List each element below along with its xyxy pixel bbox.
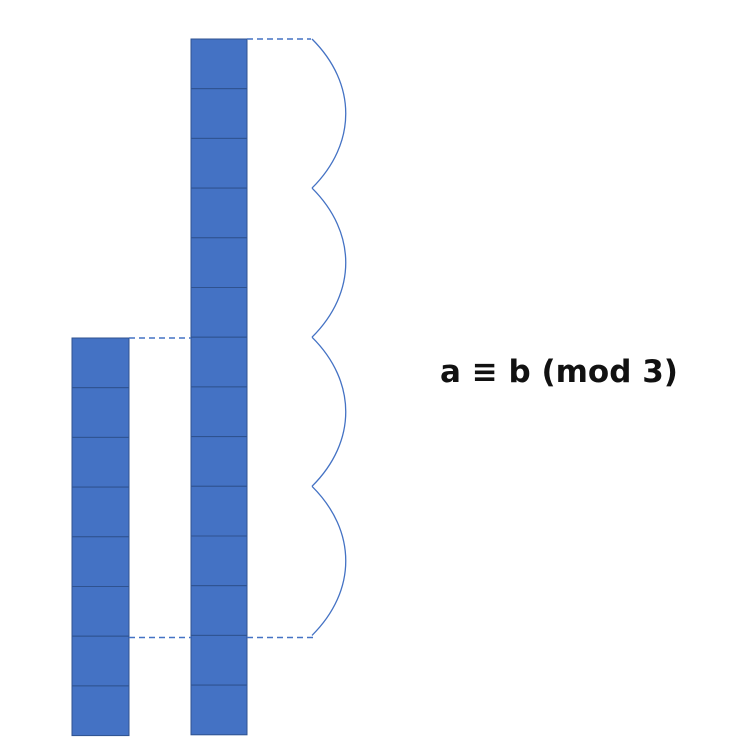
- curly-bracket: [311, 187, 347, 338]
- tall-column-block: [190, 336, 248, 388]
- short-column-block: [71, 635, 130, 687]
- congruence-equation: a ≡ b (mod 3): [440, 354, 678, 390]
- short-column-block: [71, 685, 130, 737]
- short-block-column: [71, 337, 130, 737]
- curly-bracket: [311, 485, 347, 636]
- short-column-block: [71, 387, 130, 438]
- tall-column-block: [190, 38, 248, 90]
- tall-column-block: [190, 88, 248, 139]
- tall-column-block: [190, 535, 248, 587]
- tall-column-block: [190, 684, 248, 736]
- tall-block-column: [190, 38, 248, 736]
- tall-column-block: [190, 585, 248, 636]
- tall-column-block: [190, 187, 248, 239]
- short-column-block: [71, 536, 130, 587]
- tall-column-block: [190, 436, 248, 487]
- curly-bracket: [311, 336, 347, 487]
- tall-column-block: [190, 634, 248, 686]
- dashed-connectors: [129, 38, 314, 639]
- short-column-block: [71, 436, 130, 488]
- curly-bracket: [311, 38, 347, 189]
- short-column-block: [71, 486, 130, 538]
- short-column-block: [71, 337, 130, 389]
- tall-column-block: [190, 287, 248, 338]
- tall-column-block: [190, 485, 248, 537]
- short-column-block: [71, 586, 130, 637]
- tall-column-block: [190, 237, 248, 289]
- tall-column-block: [190, 137, 248, 189]
- tall-column-block: [190, 386, 248, 438]
- curly-brackets: [311, 38, 347, 636]
